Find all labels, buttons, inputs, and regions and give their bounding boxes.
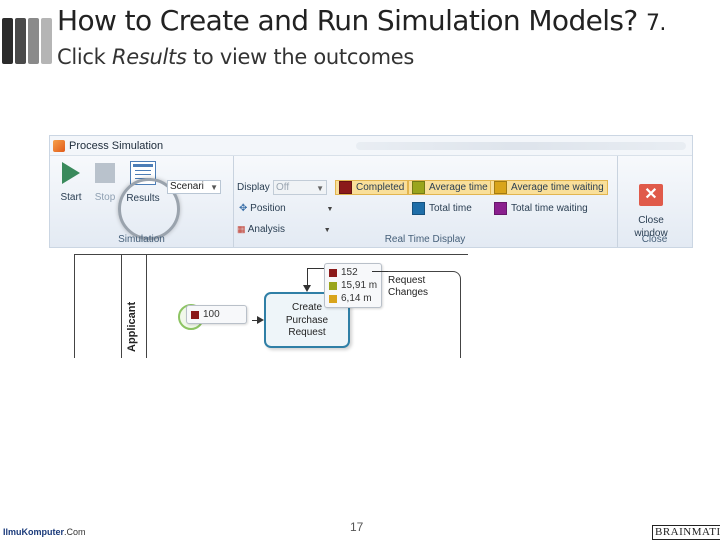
start-completed-value: 100 xyxy=(203,309,220,320)
total-time-swatch xyxy=(412,202,425,215)
chevron-down-icon: ▼ xyxy=(210,183,218,192)
chevron-down-icon: ▼ xyxy=(316,184,324,193)
move-icon: ✥ xyxy=(239,203,248,214)
slide-title: How to Create and Run Simulation Models?… xyxy=(57,4,666,37)
stop-button[interactable]: Stop xyxy=(84,160,126,203)
flow-label-line2: Changes xyxy=(388,287,429,298)
analysis-button[interactable]: ▦ Analysis ▼ xyxy=(237,224,331,235)
ribbon-tab-bar: Process Simulation xyxy=(50,136,692,156)
slide-title-number: 7. xyxy=(645,11,666,36)
sequence-flow xyxy=(307,268,309,286)
analysis-icon: ▦ xyxy=(237,224,246,234)
simulation-group-label: Simulation xyxy=(118,234,165,245)
display-value: Off xyxy=(276,182,290,193)
total-time-waiting-label: Total time waiting xyxy=(511,203,588,214)
close-window-line2: window xyxy=(634,228,668,239)
display-label: Display xyxy=(237,182,270,193)
bpmn-diagram: Applicant 100 Create Purchase Request 15… xyxy=(74,254,468,358)
average-time-label: Average time xyxy=(429,182,488,193)
position-button[interactable]: ✥ Position ▼ xyxy=(239,203,333,214)
slide-title-text: How to Create and Run Simulation Models? xyxy=(57,4,638,37)
slide-decoration xyxy=(0,18,52,64)
scenario-value: Scenari xyxy=(170,181,204,192)
completed-swatch xyxy=(329,268,337,277)
average-time-waiting-toggle[interactable]: Average time waiting xyxy=(490,180,608,195)
total-time-label: Total time xyxy=(429,203,472,214)
process-simulation-icon xyxy=(53,139,65,152)
task-create-purchase-request[interactable]: Create Purchase Request xyxy=(264,292,350,348)
close-group-label: Close xyxy=(641,234,668,245)
subtitle-emphasis: Results xyxy=(111,45,187,69)
scenario-dropdown[interactable]: Scenari ▼ xyxy=(167,180,221,194)
total-time-toggle[interactable]: Total time xyxy=(409,201,475,216)
start-event-stats-badge: 100 xyxy=(186,305,247,324)
play-icon xyxy=(62,162,80,184)
display-dropdown[interactable]: Off ▼ xyxy=(273,180,327,195)
pool-top-border xyxy=(74,254,468,255)
page-number: 17 xyxy=(350,520,364,534)
close-icon: ✕ xyxy=(644,186,658,203)
task-completed-value: 152 xyxy=(341,267,358,278)
completed-swatch xyxy=(339,181,352,194)
total-time-waiting-swatch xyxy=(494,202,507,215)
sequence-flow xyxy=(252,320,258,322)
subtitle-pre: Click xyxy=(57,45,106,69)
flow-label-line1: Request xyxy=(388,275,426,286)
subtitle-post: to view the outcomes xyxy=(193,45,415,69)
average-time-waiting-swatch xyxy=(494,181,507,194)
results-highlight-circle xyxy=(118,178,180,240)
brainmatics-logo: BRAINMATICS xyxy=(652,525,720,540)
average-time-toggle[interactable]: Average time xyxy=(408,180,492,195)
chevron-down-icon: ▼ xyxy=(323,227,331,234)
arrowhead xyxy=(257,316,264,324)
arrowhead xyxy=(303,285,311,292)
completed-label: Completed xyxy=(356,182,405,193)
average-time-waiting-swatch xyxy=(329,294,337,303)
stop-icon xyxy=(95,163,115,183)
analysis-label: Analysis xyxy=(247,224,285,235)
flow-label-request-changes: Request Changes xyxy=(388,275,428,299)
simulation-group: Start Stop Results Scenari ▼ Simulation xyxy=(50,156,234,247)
task-stats-badge: 152 15,91 m 6,14 m xyxy=(324,263,383,308)
real-time-display-group: Display Off ▼ ✥ Position ▼ ▦ Analysis ▼ … xyxy=(233,156,618,247)
task-average-time-waiting-value: 6,14 m xyxy=(341,293,372,304)
lane-label-applicant: Applicant xyxy=(126,301,138,352)
real-time-display-group-label: Real Time Display xyxy=(384,234,466,245)
average-time-swatch xyxy=(412,181,425,194)
lane-divider xyxy=(121,254,122,358)
position-label: Position xyxy=(250,203,286,214)
pool-border xyxy=(74,254,147,358)
start-button[interactable]: Start xyxy=(50,160,92,203)
close-window-line1: Close xyxy=(638,215,664,226)
task-average-time-value: 15,91 m xyxy=(341,280,378,291)
close-group: Close xyxy=(617,156,692,247)
completed-toggle[interactable]: Completed xyxy=(335,180,409,195)
ribbon-screenshot: Process Simulation Start Stop Results Sc… xyxy=(49,135,693,248)
close-window-label: Close window xyxy=(628,214,674,240)
ribbon-body: Start Stop Results Scenari ▼ Simulation … xyxy=(50,156,692,247)
tab-process-simulation[interactable]: Process Simulation xyxy=(69,139,164,152)
average-time-swatch xyxy=(329,281,337,290)
completed-swatch xyxy=(191,310,199,319)
close-window-button[interactable]: ✕ xyxy=(639,184,663,206)
sequence-flow xyxy=(307,268,325,270)
request-changes-flow-path xyxy=(388,271,461,358)
ilmukomputer-logo-suffix: .Com xyxy=(64,527,86,537)
task-label-line1: Create xyxy=(291,302,322,313)
average-time-waiting-label: Average time waiting xyxy=(511,182,604,193)
ilmukomputer-logo: IlmuKomputer.Com xyxy=(3,527,86,537)
stop-label: Stop xyxy=(94,192,116,203)
lane-divider xyxy=(146,254,147,358)
slide-subtitle: Click Results to view the outcomes xyxy=(57,45,414,69)
ilmukomputer-logo-main: IlmuKomputer xyxy=(3,527,65,537)
sequence-flow xyxy=(372,271,389,273)
window-title-blur xyxy=(356,141,686,150)
total-time-waiting-toggle[interactable]: Total time waiting xyxy=(491,201,591,216)
task-label-line2: Purchase xyxy=(285,314,329,326)
task-label-line3: Request xyxy=(288,327,326,338)
start-label: Start xyxy=(60,192,82,203)
chevron-down-icon: ▼ xyxy=(326,206,334,213)
